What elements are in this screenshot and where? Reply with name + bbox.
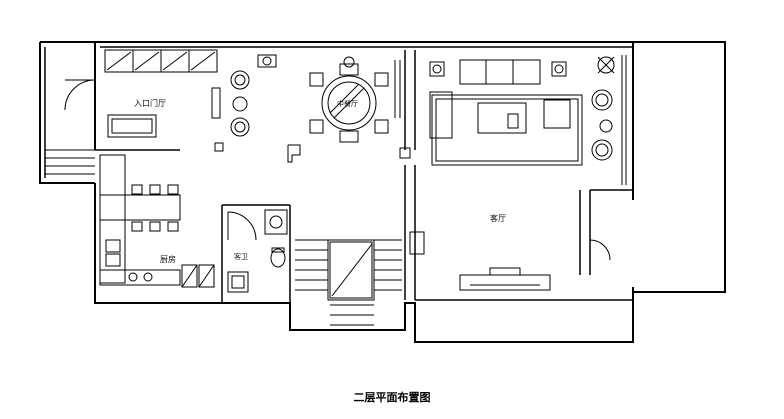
inner-walls [44,46,633,303]
entrance-chairs [211,54,277,137]
entrance-cabinet [104,49,218,73]
drawing-caption: 二层平面布置图 [353,391,431,404]
room-label-living: 客厅 [490,214,506,223]
entry-steps [45,79,96,175]
bathroom-fixtures [227,209,288,293]
side-door [409,231,611,261]
room-label-kitchen: 厨房 [160,255,176,264]
room-label-bathroom: 客卫 [234,253,248,261]
column [214,142,411,163]
room-label-dining: 中餐厅 [337,100,358,108]
sofa-set [429,59,583,166]
staircase [295,239,402,326]
kitchen-chairs [131,184,179,232]
entrance-bench [107,114,157,138]
dining-table [309,56,401,143]
tv-cabinet [459,267,551,291]
armchairs [591,55,627,185]
kitchen-counter [99,154,215,288]
room-label-entrance: 入口门厅 [134,99,166,108]
